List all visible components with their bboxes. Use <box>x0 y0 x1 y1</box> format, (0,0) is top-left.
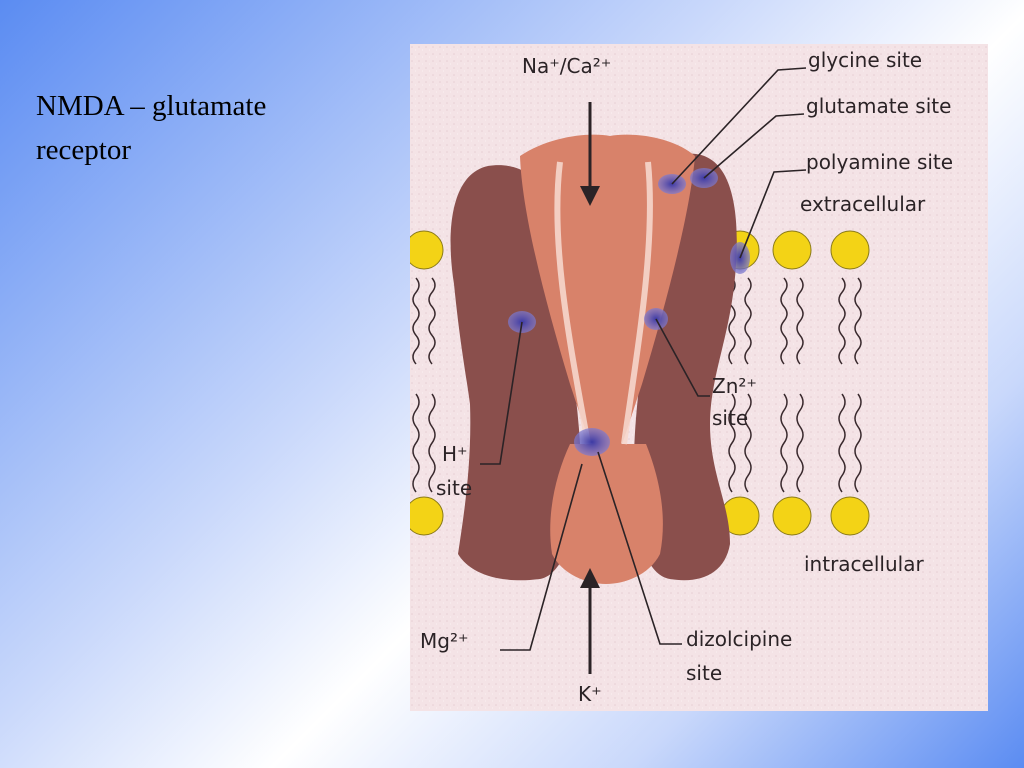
lipid-head <box>772 230 812 270</box>
lipid-tail <box>796 277 804 365</box>
polyamine-site-label: polyamine site <box>806 150 954 174</box>
lipid-head <box>830 230 870 270</box>
k-label: K⁺ <box>578 682 602 706</box>
lipid-tail <box>412 277 420 365</box>
lipid-head <box>410 230 444 270</box>
dizolcipine-binding-site <box>574 428 610 456</box>
dizolcipine-leader <box>597 451 682 645</box>
central-pore-lower <box>550 444 663 584</box>
lipid-tail <box>412 393 420 493</box>
mg-leader <box>500 463 583 651</box>
mg-label: Mg²⁺ <box>420 629 469 653</box>
lipid-tail <box>796 393 804 493</box>
lipid-tail <box>838 277 846 365</box>
k-arrow-head <box>580 568 600 588</box>
polyamine-leader <box>739 169 807 259</box>
lipid-head <box>410 496 444 536</box>
extracellular-label: extracellular <box>800 192 926 216</box>
glycine-leader <box>671 67 807 185</box>
zn-site-label-2: site <box>712 406 749 430</box>
glutamate-leader <box>703 113 805 179</box>
nmda-receptor-diagram: Na⁺/Ca²⁺ glycine site glutamate site pol… <box>410 44 988 711</box>
lipid-tail <box>428 393 436 493</box>
dizolcipine-site-label-1: dizolcipine <box>686 627 793 651</box>
na-ca-label: Na⁺/Ca²⁺ <box>522 54 612 78</box>
pore-gap-right <box>621 161 653 445</box>
diagram-canvas <box>410 44 988 711</box>
dizolcipine-site-label-2: site <box>686 661 723 685</box>
receptor-channel <box>450 134 737 584</box>
glutamate-site-label: glutamate site <box>806 94 952 118</box>
glycine-site-label: glycine site <box>808 48 923 72</box>
h-site-label-2: site <box>436 476 473 500</box>
lipid-tail <box>744 393 752 493</box>
intracellular-label: intracellular <box>804 552 924 576</box>
lipid-head <box>772 496 812 536</box>
lipid-tail <box>854 393 862 493</box>
lipid-tail <box>854 277 862 365</box>
na-ca-arrow-head <box>580 186 600 206</box>
lipid-tail <box>728 393 736 493</box>
zn-site-label-1: Zn²⁺ <box>712 374 757 398</box>
h-leader <box>480 321 523 465</box>
lipid-tail <box>838 393 846 493</box>
lipid-tail <box>428 277 436 365</box>
lipid-tail <box>780 393 788 493</box>
ion-flow-arrows <box>580 102 600 674</box>
leader-lines <box>480 67 807 651</box>
h-site-label-1: H⁺ <box>442 442 468 466</box>
lipid-tail <box>744 277 752 365</box>
lipid-tail <box>780 277 788 365</box>
pore-gap-left <box>554 161 591 445</box>
lipid-head <box>830 496 870 536</box>
zn-leader <box>655 318 710 397</box>
slide-title: NMDA – glutamate receptor <box>36 90 267 166</box>
